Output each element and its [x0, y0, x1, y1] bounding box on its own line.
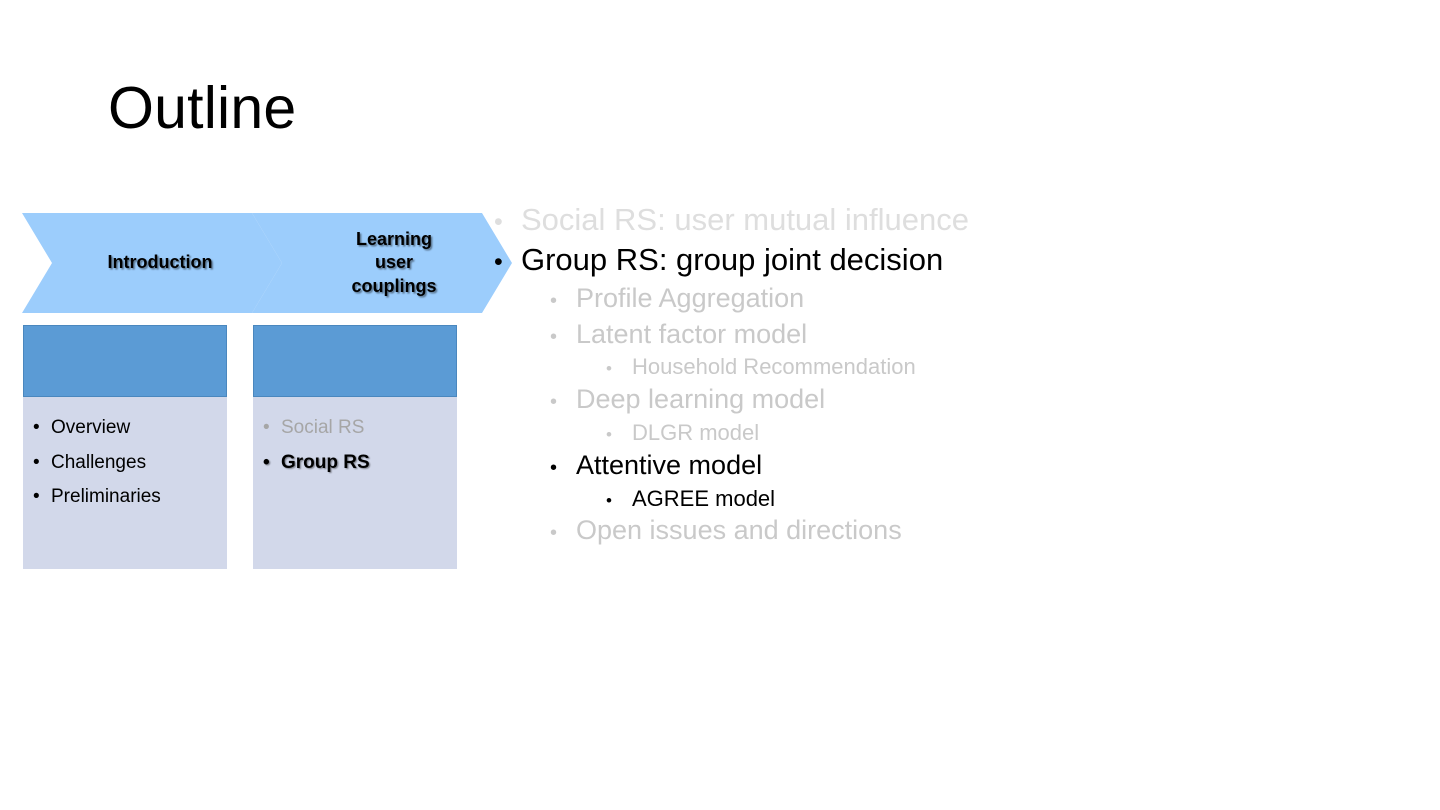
list-item[interactable]: Preliminaries — [33, 480, 227, 515]
chevron-step-learning-user-couplings[interactable]: Learning user couplings — [252, 213, 512, 313]
list-item[interactable]: Overview — [33, 411, 227, 446]
outline-item-label: Latent factor model — [576, 318, 808, 349]
outline-item-agree-model[interactable]: • AGREE model — [606, 484, 1394, 514]
detail-box-introduction-list: Overview Challenges Preliminaries — [23, 397, 227, 515]
chevron-step-learning-user-couplings-label: Learning user couplings — [252, 228, 512, 297]
outline-item-profile-aggregation[interactable]: • Profile Aggregation — [550, 281, 1394, 317]
detail-box-learning-user-couplings: Social RS Group RS — [253, 325, 457, 569]
bullet-icon: • — [494, 248, 503, 277]
outline-item-deep-learning-model[interactable]: • Deep learning model — [550, 382, 1394, 418]
outline-item-label: Household Recommendation — [632, 354, 916, 380]
outline-item-label: Group RS: group joint decision — [521, 242, 944, 278]
page-title: Outline — [108, 75, 297, 141]
list-item[interactable]: Social RS — [263, 411, 457, 446]
outline-item-label: Profile Aggregation — [576, 282, 805, 313]
bullet-icon: • — [606, 425, 612, 444]
bullet-icon: • — [550, 456, 558, 479]
outline-item-group-rs[interactable]: • Group RS: group joint decision — [494, 240, 1394, 280]
outline-item-latent-factor-model[interactable]: • Latent factor model — [550, 317, 1394, 353]
outline-item-label: AGREE model — [632, 485, 776, 511]
detail-box-introduction: Overview Challenges Preliminaries — [23, 325, 227, 569]
bullet-icon: • — [494, 208, 503, 236]
outline-item-social-rs[interactable]: • Social RS: user mutual influence — [494, 200, 1394, 240]
bullet-icon: • — [606, 490, 612, 510]
detail-box-learning-user-couplings-list: Social RS Group RS — [253, 397, 457, 480]
detail-box-header — [23, 325, 227, 397]
outline-item-label: Open issues and directions — [576, 515, 902, 546]
detail-box-header — [253, 325, 457, 397]
process-diagram: Introduction Learning user couplings Ove… — [22, 213, 482, 573]
outline-item-household-recommendation[interactable]: • Household Recommendation — [606, 352, 1394, 382]
chevron-step-introduction[interactable]: Introduction — [22, 213, 282, 313]
bullet-icon: • — [550, 391, 558, 414]
chevron-line: user — [374, 252, 414, 273]
outline-item-label: Attentive model — [576, 449, 763, 480]
chevron-step-introduction-label: Introduction — [22, 251, 282, 274]
bullet-icon: • — [550, 325, 558, 348]
outline-item-label: DLGR model — [632, 420, 760, 445]
bullet-icon: • — [550, 522, 558, 545]
outline-item-open-issues-and-directions[interactable]: • Open issues and directions — [550, 513, 1394, 549]
outline-item-attentive-model[interactable]: • Attentive model — [550, 448, 1394, 484]
chevron-line: Learning — [355, 229, 432, 250]
list-item-active[interactable]: Group RS — [263, 446, 457, 481]
outline-list: • Social RS: user mutual influence • Gro… — [494, 200, 1394, 549]
outline-item-label: Social RS: user mutual influence — [521, 202, 970, 237]
bullet-icon: • — [550, 289, 558, 312]
chevron-line: Introduction — [107, 252, 213, 273]
list-item[interactable]: Challenges — [33, 446, 227, 481]
outline-item-dlgr-model[interactable]: • DLGR model — [606, 418, 1394, 448]
chevron-line: couplings — [351, 275, 437, 296]
bullet-icon: • — [606, 359, 612, 379]
outline-item-label: Deep learning model — [576, 384, 826, 415]
